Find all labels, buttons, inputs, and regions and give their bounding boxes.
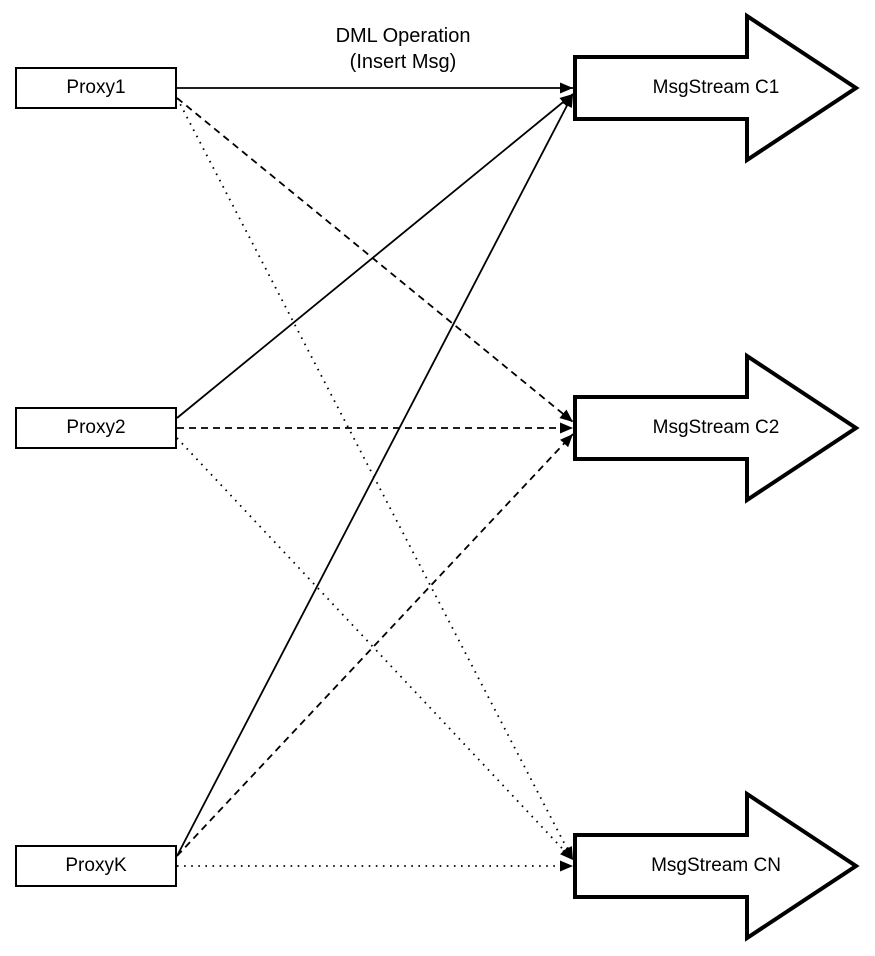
connection-line-dashed	[176, 97, 574, 423]
msgstream-cn-label: MsgStream CN	[651, 855, 781, 876]
connection-lines-group	[176, 82, 574, 872]
diagram-title: DML Operation (Insert Msg)	[281, 23, 525, 75]
proxy2-node: Proxy2	[15, 407, 177, 449]
proxy1-label: Proxy1	[66, 77, 126, 98]
diagram-title-line1: DML Operation	[335, 25, 471, 47]
connection-line-solid	[176, 93, 574, 857]
msgstream-cn-arrow-shape	[573, 790, 860, 942]
connection-line-dashed	[176, 433, 574, 857]
msgstream-c2-label: MsgStream C2	[652, 417, 780, 438]
connection-line-solid	[176, 93, 574, 419]
connection-line-dotted	[176, 97, 574, 861]
proxy1-node: Proxy1	[15, 67, 177, 109]
connection-line-dotted	[176, 437, 574, 861]
msgstream-c2-arrow-shape	[573, 352, 860, 504]
msgstream-c1-arrow-shape	[573, 12, 860, 164]
diagram-title-line2: (Insert Msg)	[349, 51, 457, 73]
msgstream-c1-label: MsgStream C1	[652, 77, 780, 98]
proxyk-label: ProxyK	[65, 855, 127, 876]
proxyk-node: ProxyK	[15, 845, 177, 887]
proxy2-label: Proxy2	[66, 417, 126, 438]
